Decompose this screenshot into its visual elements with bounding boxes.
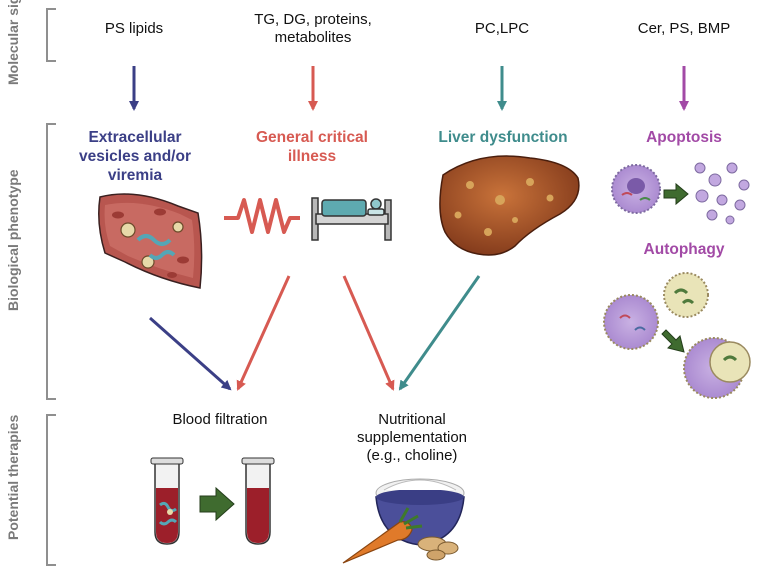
- signature-pc-lpc: PC,LPC: [474, 20, 530, 37]
- autophagy-cell-icon: [603, 272, 751, 399]
- heartbeat-icon: [224, 198, 300, 234]
- phenotype-apoptosis: Apoptosis: [646, 129, 722, 146]
- therapy-nutritional-supplementation: Nutritional supplementation (e.g., choli…: [356, 411, 468, 464]
- phenotype-critical: General critical illness: [255, 129, 368, 165]
- bracket-biological: [46, 123, 56, 400]
- phenotype-autophagy: Autophagy: [643, 241, 725, 258]
- hospital-bed-icon: [311, 197, 392, 241]
- signature-tg-dg: TG, DG, proteins, metabolites: [254, 11, 372, 46]
- arrow-critical-to-nutrition: [342, 275, 395, 391]
- bracket-molecular: [46, 8, 56, 62]
- peanut-icon: [417, 536, 459, 561]
- therapy-blood-filtration: Blood filtration: [172, 411, 268, 428]
- arrow-ev-to-blood: [149, 316, 232, 391]
- phenotype-liver: Liver dysfunction: [438, 129, 568, 146]
- section-label-therapies: Potential therapies: [5, 414, 21, 540]
- signature-ps-lipids: PS lipids: [104, 20, 164, 37]
- blood-vessel-icon: [98, 193, 203, 289]
- arrow-critical-to-blood: [236, 275, 291, 391]
- arrow-liver-to-nutrition: [398, 275, 481, 391]
- section-label-molecular: Molecular signature: [5, 0, 21, 85]
- carrot-icon: [342, 507, 423, 564]
- test-tube-icon: [150, 457, 275, 545]
- liver-icon: [439, 155, 580, 256]
- apoptotic-cell-icon: [611, 162, 750, 225]
- signature-cer-ps-bmp: Cer, PS, BMP: [637, 20, 731, 37]
- bracket-therapies: [46, 414, 56, 566]
- section-label-biological: Biological phenotype: [5, 169, 21, 311]
- phenotype-ev: Extracellular vesicles and/or viremia: [78, 129, 191, 184]
